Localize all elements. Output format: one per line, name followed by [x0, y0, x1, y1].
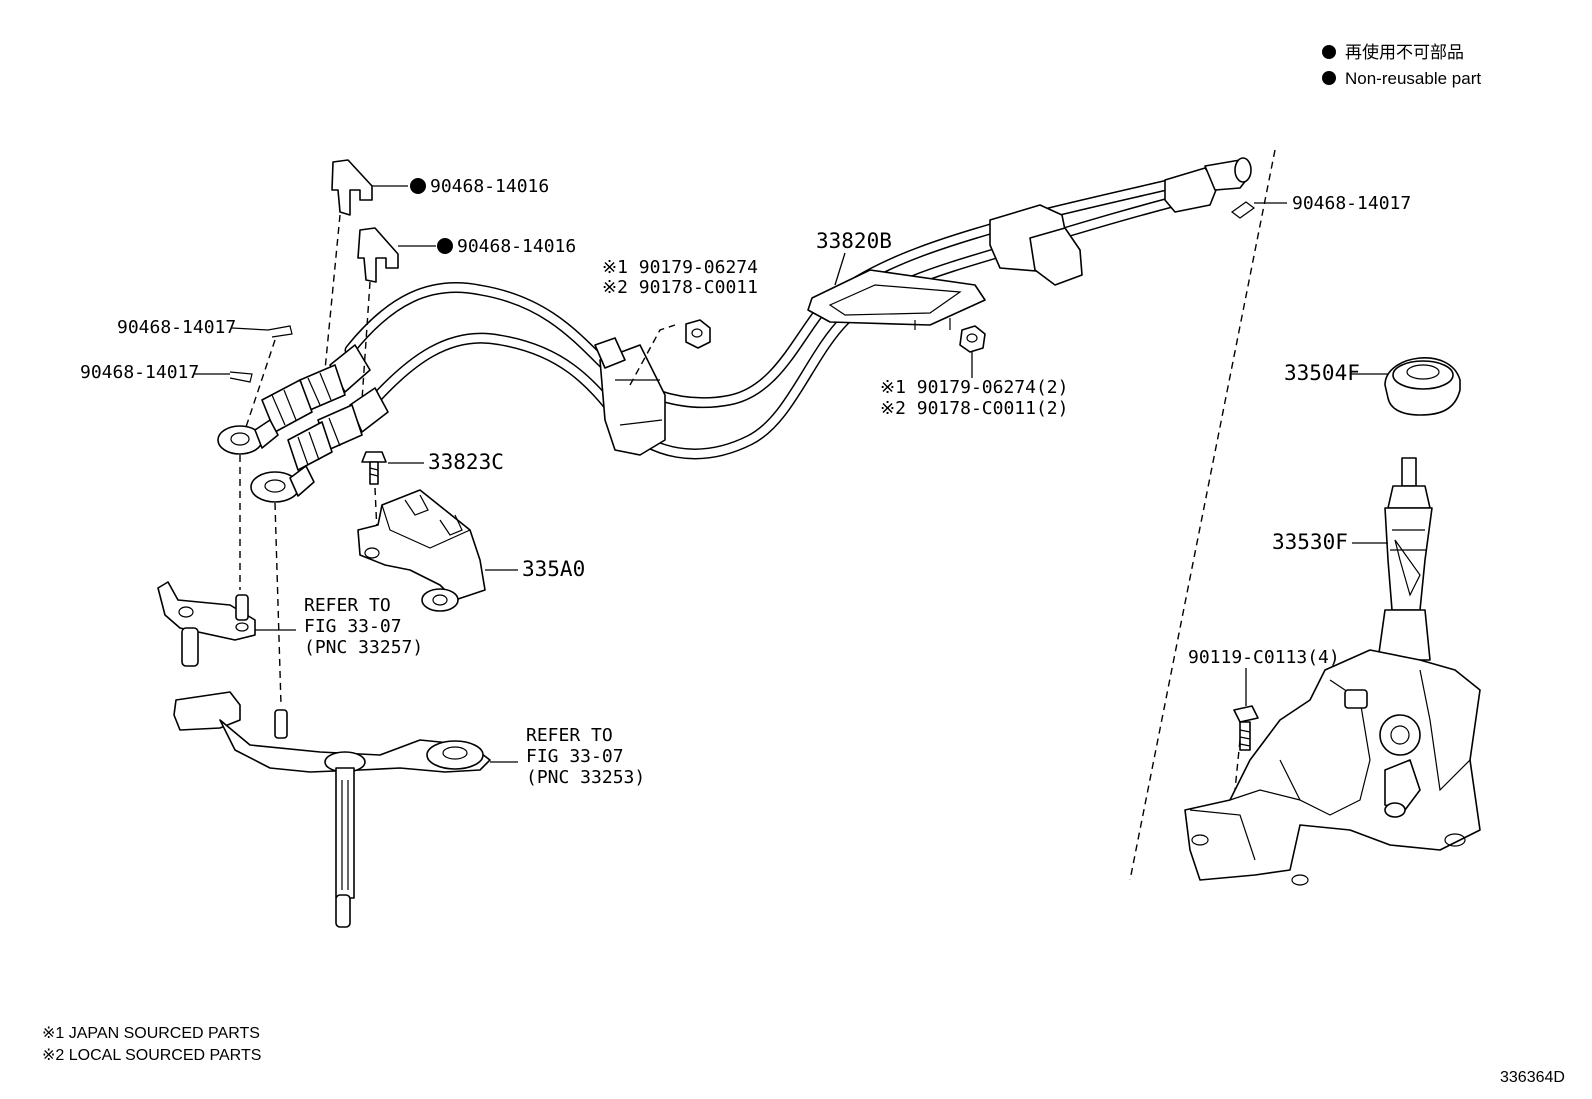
note-local-sourced: ※2 LOCAL SOURCED PARTS — [42, 1047, 261, 1064]
bracket-335a0 — [357, 489, 486, 612]
bolt-90119 — [1233, 705, 1259, 751]
label-refer2-line3: (PNC 33253) — [526, 767, 645, 788]
label-nut2-line1: ※1 90179-06274(2) — [880, 377, 1068, 398]
label-nut2-line2: ※2 90178-C0011(2) — [880, 398, 1068, 419]
note-japan-sourced: ※1 JAPAN SOURCED PARTS — [42, 1025, 260, 1042]
clip-upper — [331, 159, 373, 216]
pin-right-icon — [1230, 201, 1256, 219]
shift-lever-housing — [1184, 457, 1481, 886]
upper-cable-end — [217, 344, 371, 455]
diagram-id: 336364D — [1500, 1069, 1565, 1086]
shift-knob — [1384, 357, 1461, 416]
non-reusable-dot-icon — [1322, 45, 1336, 59]
nut-upper — [685, 319, 711, 349]
label-pin-upper: 90468-14017 — [117, 317, 236, 338]
pin-upper-icon — [267, 325, 293, 338]
label-nut-line1: ※1 90179-06274 — [602, 257, 758, 278]
label-refer1-line3: (PNC 33257) — [304, 637, 423, 658]
non-reusable-dot-icon — [410, 178, 426, 194]
label-knob: 33504F — [1284, 361, 1360, 385]
label-shift-lever: 33530F — [1272, 530, 1348, 554]
label-refer1-line2: FIG 33-07 — [304, 616, 402, 637]
label-refer2-line1: REFER TO — [526, 725, 613, 746]
bolt-33823c — [361, 451, 387, 485]
select-lever — [157, 581, 256, 667]
legend-jp: 再使用不可部品 — [1345, 42, 1464, 62]
legend-en: Non-reusable part — [1345, 69, 1481, 88]
clip-lower — [357, 227, 399, 283]
label-nut-line2: ※2 90178-C0011 — [602, 277, 758, 298]
label-bolt-33823c: 33823C — [428, 450, 504, 474]
pin-lower-icon — [229, 371, 253, 383]
label-bolt-4: 90119-C0113(4) — [1188, 647, 1340, 668]
label-bracket: 335A0 — [522, 557, 585, 581]
non-reusable-dot-icon — [1322, 71, 1336, 85]
label-refer1-line1: REFER TO — [304, 595, 391, 616]
label-clip-upper: 90468-14016 — [430, 176, 549, 197]
lower-cable-end — [250, 387, 389, 503]
label-clip-lower: 90468-14016 — [457, 236, 576, 257]
label-pin-right: 90468-14017 — [1292, 193, 1411, 214]
label-cable-assy: 33820B — [816, 229, 892, 253]
label-pin-lower: 90468-14017 — [80, 362, 199, 383]
label-refer2-line2: FIG 33-07 — [526, 746, 624, 767]
non-reusable-dot-icon — [437, 238, 453, 254]
shift-cable-assembly — [217, 157, 1252, 503]
nut-plate — [959, 325, 986, 353]
shift-lever-plate — [173, 691, 491, 928]
legend: 再使用不可部品 Non-reusable part — [1322, 42, 1481, 88]
